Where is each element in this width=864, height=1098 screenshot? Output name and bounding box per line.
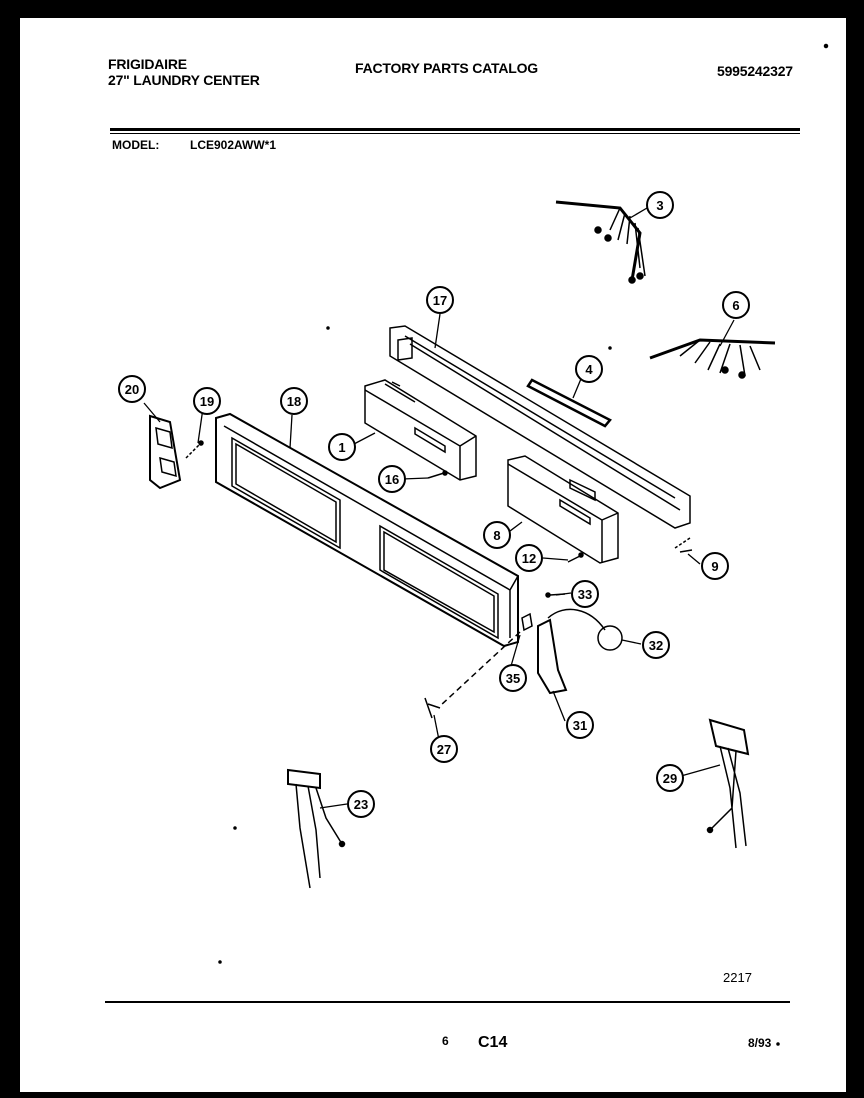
- bracket-20: [149, 414, 182, 490]
- svg-text:29: 29: [663, 771, 677, 786]
- model-number: LCE902AWW*1: [190, 138, 277, 152]
- catalog-title: FACTORY PARTS CATALOG: [355, 60, 538, 76]
- callout-20: 20: [118, 375, 146, 403]
- callout-23: 23: [347, 790, 375, 818]
- model-label: MODEL:: [112, 138, 160, 152]
- section-code: C14: [478, 1034, 508, 1051]
- callout-19: 19: [193, 387, 221, 415]
- callout-9: 9: [701, 552, 729, 580]
- control-module-1: [364, 379, 477, 481]
- callout-31: 31: [566, 711, 594, 739]
- callout-18: 18: [280, 387, 308, 415]
- callout-6: 6: [722, 291, 750, 319]
- svg-text:27: 27: [437, 742, 451, 757]
- connector-harness-29: [706, 718, 750, 849]
- front-panel-18: [215, 412, 519, 648]
- svg-text:31: 31: [573, 718, 587, 733]
- control-module-8: [507, 455, 619, 564]
- callout-8: 8: [483, 521, 511, 549]
- svg-text:19: 19: [200, 394, 214, 409]
- svg-text:32: 32: [649, 638, 663, 653]
- brand-block: FRIGIDAIRE 27" LAUNDRY CENTER: [108, 56, 260, 88]
- svg-text:16: 16: [385, 472, 399, 487]
- screw-9: [674, 537, 693, 553]
- footer-rule: [105, 1001, 790, 1003]
- screw-19: [185, 440, 204, 459]
- product-name: 27" LAUNDRY CENTER: [108, 72, 260, 88]
- wire-harness-3: [555, 200, 646, 284]
- rear-frame-17: [389, 325, 691, 529]
- header-rule-thin: [110, 133, 800, 134]
- svg-text:35: 35: [506, 671, 520, 686]
- page-number: 6: [442, 1034, 449, 1048]
- callout-35: 35: [499, 664, 527, 692]
- callout-33: 33: [571, 580, 599, 608]
- svg-text:18: 18: [287, 394, 301, 409]
- catalog-date: 8/93: [748, 1036, 772, 1050]
- catalog-part-number: 5995242327: [717, 63, 793, 79]
- callout-12: 12: [515, 544, 543, 572]
- callout-4: 4: [575, 355, 603, 383]
- svg-text:1: 1: [338, 440, 345, 455]
- header-rule: [110, 128, 800, 131]
- drawing-code: 2217: [723, 970, 752, 985]
- svg-text:6: 6: [732, 298, 739, 313]
- svg-text:4: 4: [585, 362, 593, 377]
- callout-29: 29: [656, 764, 684, 792]
- svg-text:12: 12: [522, 551, 536, 566]
- callout-27: 27: [430, 735, 458, 763]
- switch-assembly: [424, 608, 623, 719]
- svg-text:8: 8: [493, 528, 500, 543]
- svg-text:17: 17: [433, 293, 447, 308]
- svg-text:33: 33: [578, 587, 592, 602]
- screw-16: [427, 470, 448, 479]
- exploded-parts-diagram: 1 3 4 6 8 9 12 16 17 18 19 20 23 27 29 3…: [118, 43, 829, 1046]
- wire-harness-6: [649, 338, 776, 379]
- callout-32: 32: [642, 631, 670, 659]
- callout-1: 1: [328, 433, 356, 461]
- strip-4: [526, 378, 612, 428]
- screw-12: [567, 552, 584, 563]
- svg-text:20: 20: [125, 382, 139, 397]
- svg-text:9: 9: [711, 559, 718, 574]
- svg-text:3: 3: [656, 198, 663, 213]
- callout-16: 16: [378, 465, 406, 493]
- callout-17: 17: [426, 286, 454, 314]
- connector-harness-23: [287, 768, 346, 889]
- brand-name: FRIGIDAIRE: [108, 56, 187, 72]
- svg-text:23: 23: [354, 797, 368, 812]
- callout-3: 3: [646, 191, 674, 219]
- catalog-page: FRIGIDAIRE 27" LAUNDRY CENTER FACTORY PA…: [20, 18, 846, 1092]
